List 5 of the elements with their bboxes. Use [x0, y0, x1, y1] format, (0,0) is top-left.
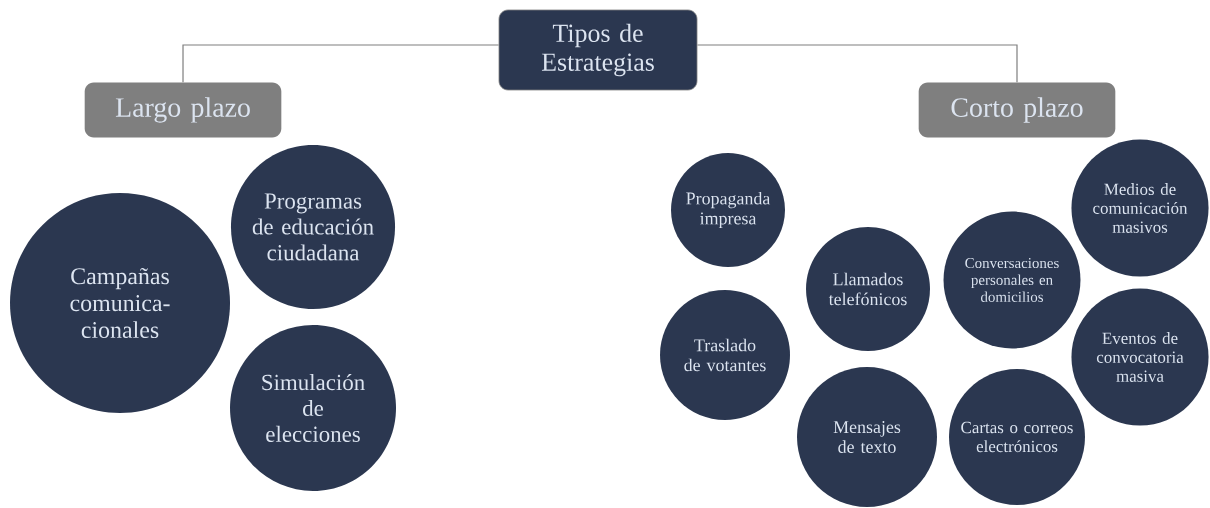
connector-line — [696, 44, 1018, 83]
category-box: Corto plazo — [918, 82, 1116, 138]
category-box: Largo plazo — [84, 82, 282, 138]
title-box: Tipos de Estrategias — [498, 9, 698, 91]
connector-line — [182, 44, 500, 83]
